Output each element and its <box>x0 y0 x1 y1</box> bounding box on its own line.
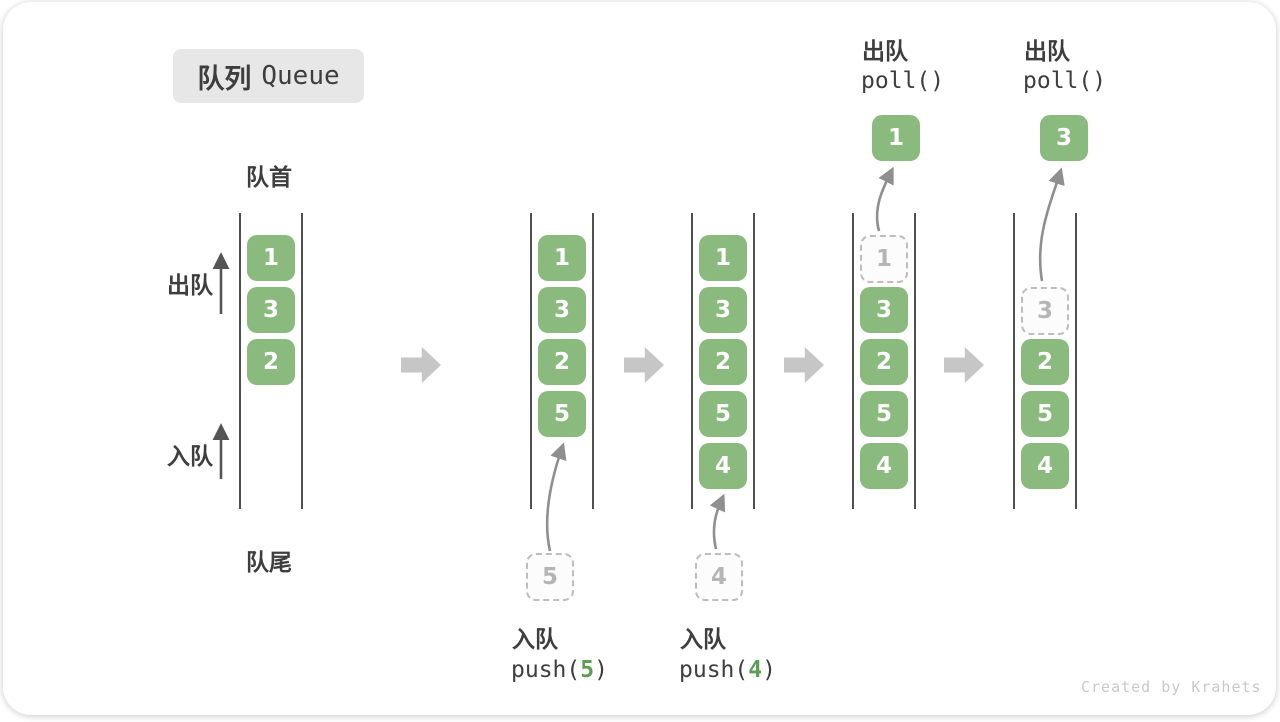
block-arrow-right-icon <box>944 347 984 383</box>
queue-element: 5 <box>538 391 586 437</box>
channel-wall <box>301 213 303 509</box>
title-zh: 队列 <box>197 63 252 95</box>
dequeue-op-code: poll() <box>861 68 945 94</box>
queue-element: 2 <box>699 339 747 385</box>
incoming-element: 5 <box>526 553 574 601</box>
dequeue-op-code: poll() <box>1023 68 1107 94</box>
title-badge: 队列 Queue <box>173 49 364 103</box>
removed-element: 3 <box>1021 287 1069 335</box>
channel-wall <box>914 213 916 509</box>
dequeue-3-arrow-icon <box>1038 167 1065 282</box>
queue-element: 1 <box>699 235 747 281</box>
label-dequeue: 出队 <box>167 273 213 299</box>
channel-wall <box>1075 213 1077 509</box>
title-en: Queue <box>261 61 340 91</box>
dequeue-1-arrow-icon <box>875 166 894 232</box>
label-enqueue: 入队 <box>167 444 213 470</box>
queue-element: 4 <box>860 443 908 489</box>
code-text: ) <box>762 657 776 683</box>
channel-wall <box>592 213 594 509</box>
popped-element: 3 <box>1040 115 1088 161</box>
diagram-canvas: 队列 Queue 队首 队尾 出队 入队 1 3 2 1 <box>3 2 1276 715</box>
queue-element: 2 <box>1021 339 1069 385</box>
block-arrow-right-icon <box>401 347 441 383</box>
channel-wall <box>530 213 532 509</box>
queue-element: 3 <box>860 287 908 333</box>
channel-wall <box>852 213 854 509</box>
incoming-element: 4 <box>695 553 743 601</box>
channel-wall <box>691 213 693 509</box>
queue-element: 2 <box>860 339 908 385</box>
queue-element: 3 <box>538 287 586 333</box>
queue-element: 5 <box>860 391 908 437</box>
queue-element: 2 <box>247 339 295 385</box>
queue-element: 1 <box>247 235 295 281</box>
enqueue-4-arrow-icon <box>709 493 726 550</box>
channel-wall <box>1013 213 1015 509</box>
queue-element: 3 <box>699 287 747 333</box>
label-queue-rear: 队尾 <box>246 550 292 576</box>
queue-element: 4 <box>699 443 747 489</box>
block-arrow-right-icon <box>784 347 824 383</box>
enqueue-op-label: 入队 <box>680 627 726 653</box>
watermark: Created by Krahets <box>1081 678 1262 696</box>
queue-element: 2 <box>538 339 586 385</box>
queue-element: 5 <box>1021 391 1069 437</box>
code-arg: 4 <box>748 657 763 683</box>
enqueue-op-label: 入队 <box>512 627 558 653</box>
block-arrow-right-icon <box>624 347 664 383</box>
channel-wall <box>239 213 241 509</box>
code-arg: 5 <box>580 657 595 683</box>
code-text: ) <box>594 657 608 683</box>
label-queue-front: 队首 <box>246 165 292 191</box>
enqueue-op-code: push(4) <box>679 657 776 683</box>
queue-element: 3 <box>247 287 295 333</box>
queue-element: 5 <box>699 391 747 437</box>
removed-element: 1 <box>860 235 908 283</box>
code-text: push( <box>679 657 749 683</box>
channel-wall <box>753 213 755 509</box>
popped-element: 1 <box>872 115 920 161</box>
queue-element: 4 <box>1021 443 1069 489</box>
queue-element: 1 <box>538 235 586 281</box>
enqueue-5-arrow-icon <box>545 442 567 552</box>
dequeue-op-label: 出队 <box>1024 39 1070 65</box>
dequeue-op-label: 出队 <box>862 39 908 65</box>
enqueue-op-code: push(5) <box>511 657 608 683</box>
code-text: push( <box>511 657 581 683</box>
